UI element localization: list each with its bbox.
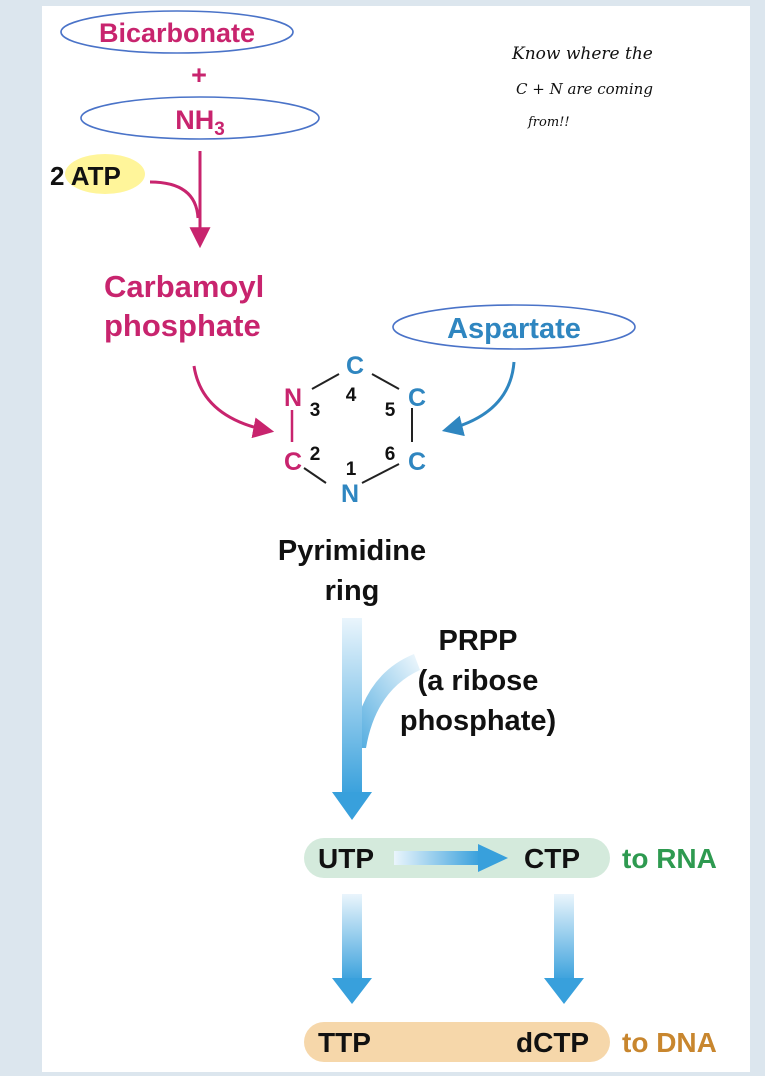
position-2: 2 bbox=[310, 444, 321, 465]
carbamoyl-label: Carbamoyl bbox=[104, 269, 264, 304]
pyrimidine-synthesis-diagram: Bicarbonate + NH3 2 ATP Carbamoyl phosph… bbox=[50, 10, 717, 1062]
ttp-label: TTP bbox=[318, 1027, 371, 1058]
atom-n3: N bbox=[284, 384, 302, 412]
utp-label: UTP bbox=[318, 843, 374, 874]
prpp-line3: phosphate) bbox=[400, 705, 556, 737]
plus-sign: + bbox=[191, 60, 207, 90]
ring-to-utp-arrow-shaft bbox=[342, 618, 362, 796]
position-4: 4 bbox=[346, 385, 357, 406]
nh3-text: NH bbox=[175, 105, 214, 135]
nh3-outline bbox=[80, 96, 320, 140]
aspartate-to-ring-arrow bbox=[441, 361, 516, 437]
atom-c4: C bbox=[346, 352, 364, 380]
utp-to-ttp-arrow-shaft bbox=[342, 894, 362, 982]
prpp-branch-arrow bbox=[352, 654, 420, 748]
note-line3: from!! bbox=[527, 115, 570, 130]
prpp-label: PRPP bbox=[439, 625, 518, 657]
nh3-label: NH3 bbox=[175, 105, 225, 140]
ring-to-utp-arrow-head bbox=[332, 792, 372, 820]
bicarbonate-label: Bicarbonate bbox=[99, 18, 255, 48]
diagram-canvas: Bicarbonate + NH3 2 ATP Carbamoyl phosph… bbox=[42, 6, 750, 1072]
position-5: 5 bbox=[385, 400, 396, 421]
ring-label: ring bbox=[325, 575, 380, 607]
ctp-to-dctp-arrow-shaft bbox=[554, 894, 574, 982]
atom-c6: C bbox=[408, 448, 426, 476]
position-3: 3 bbox=[310, 400, 321, 421]
ring-bonds bbox=[303, 373, 413, 484]
note-line1: Know where the bbox=[511, 44, 653, 64]
dctp-label: dCTP bbox=[516, 1027, 589, 1058]
position-1: 1 bbox=[346, 459, 357, 480]
atp-input-arrow bbox=[149, 180, 200, 219]
atp-label: 2 ATP bbox=[50, 161, 121, 191]
dna-band bbox=[304, 1022, 610, 1062]
ctp-to-dctp-arrow-head bbox=[544, 978, 584, 1004]
atom-c2: C bbox=[284, 448, 302, 476]
atom-n1: N bbox=[341, 480, 359, 508]
ctp-label: CTP bbox=[524, 843, 580, 874]
utp-to-ctp-arrow-head bbox=[478, 844, 508, 872]
aspartate-label: Aspartate bbox=[447, 313, 581, 345]
pyrimidine-label: Pyrimidine bbox=[278, 535, 426, 567]
position-6: 6 bbox=[385, 444, 396, 465]
to-rna-label: to RNA bbox=[622, 843, 717, 874]
utp-to-ctp-arrow-shaft bbox=[394, 851, 480, 865]
phosphate-label: phosphate bbox=[104, 308, 261, 343]
aspartate-outline bbox=[392, 304, 636, 350]
to-dna-label: to DNA bbox=[622, 1027, 717, 1058]
nh3-subscript: 3 bbox=[214, 119, 225, 140]
utp-to-ttp-arrow-head bbox=[332, 978, 372, 1004]
carbamoyl-to-ring-arrow bbox=[192, 365, 275, 439]
bicarbonate-outline bbox=[60, 10, 294, 54]
atp-highlight bbox=[65, 154, 145, 194]
note-line2: C + N are coming bbox=[516, 80, 653, 98]
prpp-line2: (a ribose bbox=[418, 665, 539, 697]
atom-c5: C bbox=[408, 384, 426, 412]
